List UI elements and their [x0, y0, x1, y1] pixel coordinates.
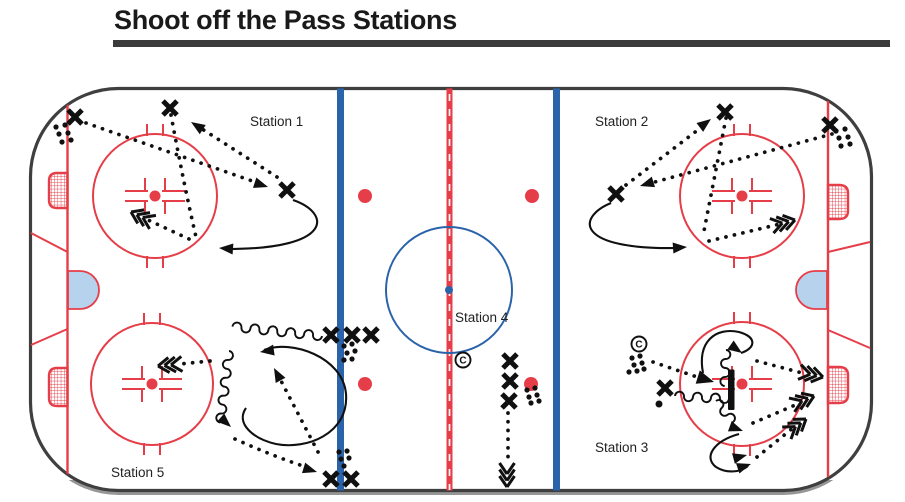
faceoff-circle-top-left [92, 124, 218, 268]
station-5: Station 5 [111, 321, 380, 488]
station-1-label: Station 1 [250, 114, 303, 129]
arrowhead [696, 119, 711, 132]
goal-net-top-left [47, 171, 69, 210]
arrowhead [640, 176, 655, 188]
rink-markings [30, 88, 871, 491]
arrowhead [695, 370, 714, 384]
title-underline [113, 40, 890, 47]
arrowhead [302, 462, 317, 474]
arrowhead [191, 122, 206, 135]
arrowhead [735, 463, 751, 474]
pass-line [651, 360, 702, 380]
shot-arrow [769, 213, 797, 235]
svg-text:C: C [459, 356, 466, 367]
shot-arrow [498, 462, 516, 488]
shot-line [144, 217, 191, 241]
arrowhead [260, 344, 275, 356]
skate-path [231, 321, 323, 341]
shot-arrow [782, 417, 808, 440]
arrowhead [672, 242, 687, 254]
station-4-puck-cluster [524, 385, 542, 406]
station-4-players [500, 352, 519, 410]
skate-loop [241, 345, 348, 447]
blue-line-left [337, 88, 344, 491]
station-5-puck-cluster-bottom [336, 448, 352, 469]
station-1-puck-cluster [53, 122, 74, 145]
center-ice-dot [445, 286, 453, 294]
station-4: Station 4 C [454, 310, 542, 488]
arrowhead [727, 421, 743, 432]
faceoff-circle-top-right [679, 124, 805, 268]
station-5-players-top [322, 326, 380, 344]
arrowhead [252, 177, 268, 188]
shot-line [178, 359, 212, 366]
shot-arrow [157, 355, 184, 374]
coach-icon: C [630, 335, 648, 353]
station-1-players [66, 99, 296, 199]
skate-curl [227, 199, 318, 251]
shot-arrow [797, 363, 825, 384]
trapezoid-lines [30, 232, 871, 349]
station-4-label: Station 4 [455, 310, 509, 325]
arrowhead [732, 453, 747, 464]
boards-shadow [68, 480, 834, 495]
svg-text:C: C [635, 340, 642, 351]
player-x [656, 379, 674, 397]
station-3: Station 3 C [595, 329, 825, 474]
blue-line-right [553, 88, 560, 491]
pass-line [197, 125, 279, 179]
shot-line [755, 359, 808, 376]
station-1: Station 1 [53, 99, 318, 255]
skate-curl [700, 329, 754, 374]
page-title: Shoot off the Pass Stations [114, 5, 457, 35]
coach-icon: C [454, 351, 472, 369]
station-5-puck-cluster-top [341, 341, 358, 363]
skate-path [674, 390, 730, 405]
skate-path [215, 350, 234, 424]
goal-net-top-right [826, 183, 850, 221]
station-3-puck-cluster [626, 353, 647, 375]
station-5-label: Station 5 [111, 465, 164, 480]
center-ice-circle [385, 226, 513, 354]
shot-arrow [788, 391, 816, 413]
puck [655, 400, 663, 408]
shot-arrow [129, 208, 157, 230]
station-2-label: Station 2 [595, 114, 648, 129]
shot-line [751, 401, 802, 425]
arrowhead [274, 368, 286, 383]
goal-crease-right [795, 270, 828, 310]
shot-line [707, 222, 782, 243]
pass-line [169, 113, 198, 239]
station-2: Station 2 [588, 103, 853, 254]
goal-net-bottom-right [826, 365, 850, 405]
shot-line [755, 426, 795, 459]
station-5-players-bottom [322, 470, 360, 488]
station-2-puck-cluster [833, 126, 853, 149]
pass-line [624, 124, 705, 187]
skate-curl [588, 202, 679, 250]
skate-path [719, 349, 732, 387]
goal-net-bottom-left [47, 366, 69, 408]
pass-line [277, 375, 320, 454]
arrowhead [727, 340, 742, 353]
goal-crease-left [67, 270, 100, 310]
arrowhead [219, 243, 234, 255]
faceoff-circle-bottom-left [90, 313, 214, 455]
pass-line [649, 132, 834, 185]
pass-line [233, 437, 308, 469]
station-3-label: Station 3 [595, 440, 648, 455]
arrowhead [216, 413, 231, 427]
